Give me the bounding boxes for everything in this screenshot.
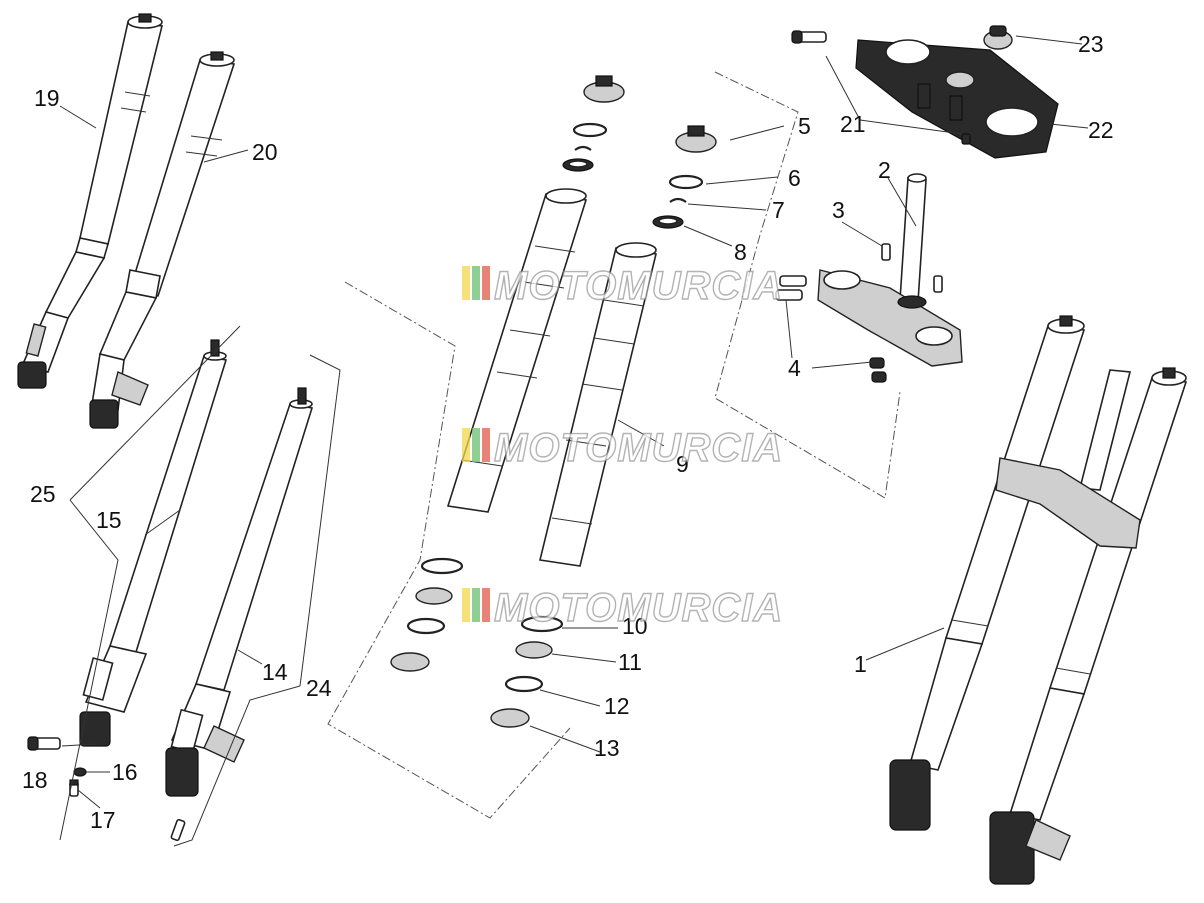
leader-lines (59, 35, 1089, 847)
watermark-stripe-yellow (462, 266, 470, 300)
watermark-text: MOTOMURCIA (494, 586, 783, 630)
callout-23: 23 (1078, 31, 1104, 57)
callout-18: 18 (22, 767, 48, 793)
callout-21: 21 (840, 111, 866, 137)
callout-4: 4 (788, 355, 801, 381)
callout-20: 20 (252, 139, 278, 165)
callout-11: 11 (618, 649, 642, 675)
watermark-text: MOTOMURCIA (494, 426, 783, 470)
part-13-oil-seal (490, 708, 530, 728)
part-14-fork-leg (165, 387, 314, 797)
callout-15: 15 (96, 507, 122, 533)
watermark-bottom: MOTOMURCIA (462, 585, 783, 631)
watermark-stripe-red (482, 588, 490, 622)
callout-6: 6 (788, 165, 801, 191)
callout-1: 1 (854, 651, 867, 677)
watermark-text: MOTOMURCIA (494, 264, 783, 308)
callout-19: 19 (34, 85, 60, 111)
part-19-fork-leg (17, 13, 163, 389)
part-18-bolt (27, 736, 61, 751)
watermark-stripe-red (482, 428, 490, 462)
part-5-top-cap (675, 125, 717, 153)
group-box-2-8 (714, 71, 901, 499)
callout-17: 17 (90, 807, 116, 833)
callout-5: 5 (798, 113, 811, 139)
callout-14: 14 (262, 659, 288, 685)
seals-left (390, 557, 464, 672)
callout-3: 3 (832, 197, 845, 223)
callout-8: 8 (734, 239, 747, 265)
callout-24: 24 (306, 675, 332, 701)
callout-10: 10 (622, 613, 648, 639)
top-cap-left (562, 75, 625, 172)
part-22-upper-triple-clamp (855, 39, 1059, 159)
watermark-stripe-red (482, 266, 490, 300)
part-17-screw (69, 779, 79, 797)
watermark-stripe-green (472, 428, 480, 462)
group-box-9-13 (327, 281, 571, 819)
watermark-stripe-green (472, 266, 480, 300)
part-11-dust-seal (515, 641, 553, 659)
part-12-circlip (504, 675, 544, 693)
part-2-steering-stem (899, 173, 927, 303)
watermark-middle: MOTOMURCIA (462, 425, 783, 471)
callout-13: 13 (594, 735, 620, 761)
part-21-bolt (791, 30, 971, 145)
part-1-fork-assembly (889, 315, 1188, 885)
callout-2: 2 (878, 157, 891, 183)
callout-16: 16 (112, 759, 138, 785)
callout-22: 22 (1088, 117, 1114, 143)
callout-labels: 19 20 5 6 7 8 2 3 4 21 22 23 9 10 11 12 … (22, 31, 1114, 833)
part-4-bolts (775, 275, 887, 383)
watermark-stripe-yellow (462, 428, 470, 462)
part-16-washer (73, 767, 87, 777)
part-6-o-ring (668, 174, 704, 190)
callout-9: 9 (676, 451, 689, 477)
part-7-clip (669, 197, 687, 203)
part-20-fork-leg (89, 51, 236, 429)
part-8-washer (652, 215, 684, 229)
lower-triple-clamp (817, 269, 963, 367)
callout-7: 7 (772, 197, 785, 223)
callout-12: 12 (604, 693, 630, 719)
watermark-stripe-green (472, 588, 480, 622)
watermark-top: MOTOMURCIA (462, 263, 783, 309)
part-3-bolt (881, 243, 943, 293)
callout-25: 25 (30, 481, 56, 507)
bottom-screw (170, 818, 186, 842)
part-23-cap-nut (983, 25, 1013, 50)
watermark-stripe-yellow (462, 588, 470, 622)
part-10-seal (520, 615, 564, 633)
part-9-fork-tube (446, 188, 657, 567)
